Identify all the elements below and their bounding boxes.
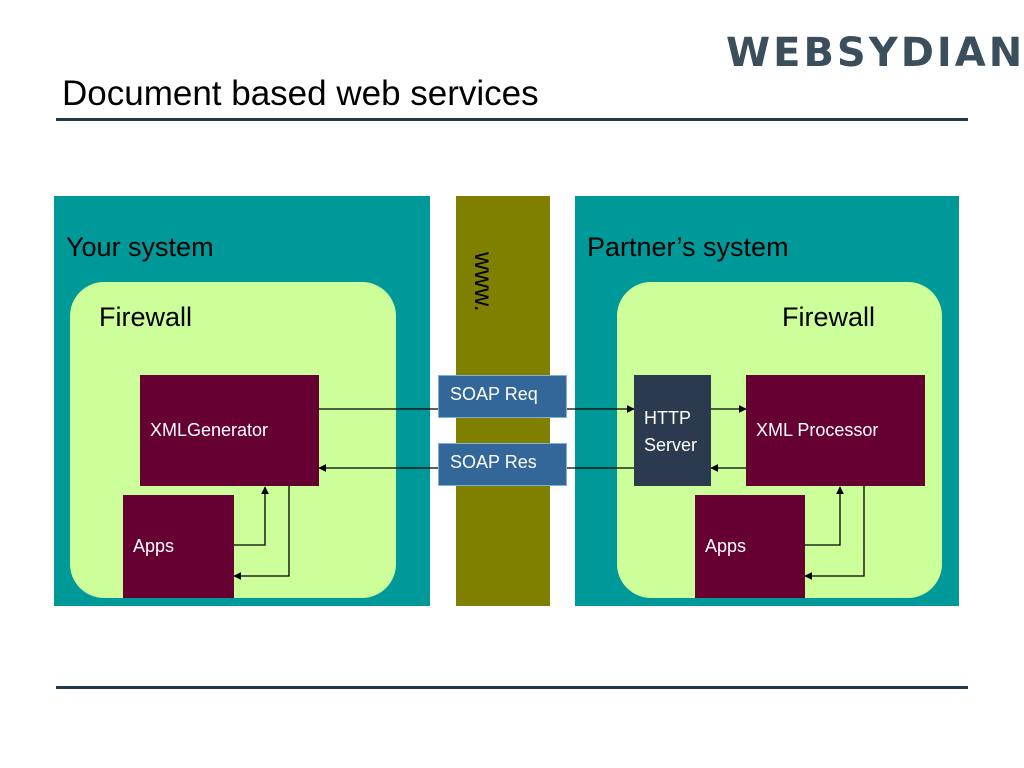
partner-apps-label: Apps <box>705 536 747 556</box>
bottom-divider <box>56 686 968 689</box>
slide-title: Document based web services <box>62 74 539 113</box>
soap-response-label: SOAP Res <box>450 452 537 472</box>
partner-system-label: Partner’s system <box>587 232 789 262</box>
xml-generator-box: XMLGenerator <box>140 375 319 486</box>
xml-processor-box: XML Processor <box>746 375 925 486</box>
soap-request-label: SOAP Req <box>450 384 538 404</box>
www-label: www. <box>469 252 497 312</box>
arrow-generator-to-apps <box>233 486 290 580</box>
xml-processor-label: XML Processor <box>756 420 879 440</box>
logo-text: WEBSYDIAN <box>726 30 1024 76</box>
partner-apps-box: Apps <box>695 495 805 598</box>
http-server-label-line1: HTTP <box>644 408 691 428</box>
your-apps-box: Apps <box>123 495 234 598</box>
soap-response-box: SOAP Res <box>438 443 567 486</box>
partner-firewall-label: Firewall <box>782 302 876 332</box>
http-server-label-line2: Server <box>644 435 698 455</box>
your-apps-label: Apps <box>133 536 175 556</box>
xml-generator-label: XMLGenerator <box>150 420 269 440</box>
your-system-label: Your system <box>66 232 214 262</box>
websydian-logo: WEBSYDIANTM <box>726 30 1022 76</box>
http-server-box: HTTP Server <box>634 375 711 486</box>
arrow-apps-to-generator <box>234 486 269 546</box>
soap-request-box: SOAP Req <box>438 375 567 418</box>
top-divider <box>56 118 968 121</box>
arrow-processor-to-apps <box>804 486 865 580</box>
arrow-apps-to-processor <box>805 486 844 546</box>
your-firewall-label: Firewall <box>99 302 193 332</box>
